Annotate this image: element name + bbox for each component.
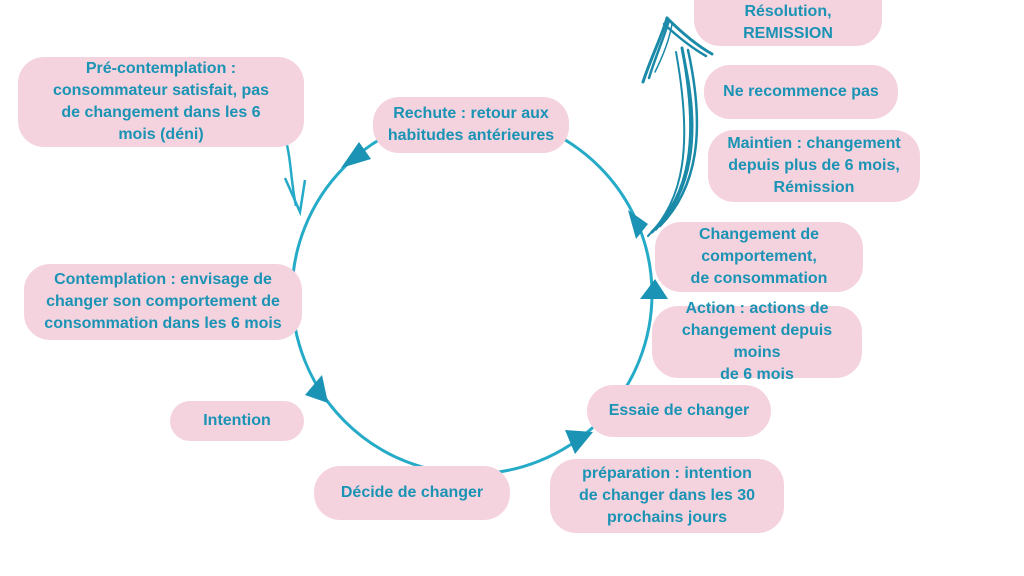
cycle-arrowhead-right-lower bbox=[640, 279, 668, 299]
label-essaie: Essaie de changer bbox=[587, 385, 771, 437]
label-contemplation: Contemplation : envisage de changer son … bbox=[24, 264, 302, 340]
label-action: Action : actions de changement depuis mo… bbox=[652, 300, 862, 383]
label-intention: Intention bbox=[170, 401, 304, 441]
cycle-arrowhead-left-lower bbox=[305, 375, 328, 403]
label-precontemplation: Pré-contemplation : consommateur satisfa… bbox=[18, 57, 304, 147]
cycle-arrowhead-right-upper bbox=[628, 210, 648, 239]
label-changement: Changement de comportement, de consommat… bbox=[655, 222, 863, 292]
entry-arrow-head bbox=[283, 177, 307, 217]
cycle-arrowhead-bottom bbox=[565, 430, 593, 454]
label-resolution: Résolution, REMISSION bbox=[694, 0, 882, 46]
label-ne-recommence: Ne recommence pas bbox=[704, 65, 898, 119]
cycle-arrowhead-top-left bbox=[341, 142, 371, 168]
label-rechute: Rechute : retour aux habitudes antérieur… bbox=[373, 97, 569, 153]
label-maintien: Maintien : changement depuis plus de 6 m… bbox=[708, 130, 920, 202]
exit-arrow bbox=[641, 16, 714, 237]
label-decide: Décide de changer bbox=[314, 466, 510, 520]
label-preparation: préparation : intention de changer dans … bbox=[550, 459, 784, 533]
